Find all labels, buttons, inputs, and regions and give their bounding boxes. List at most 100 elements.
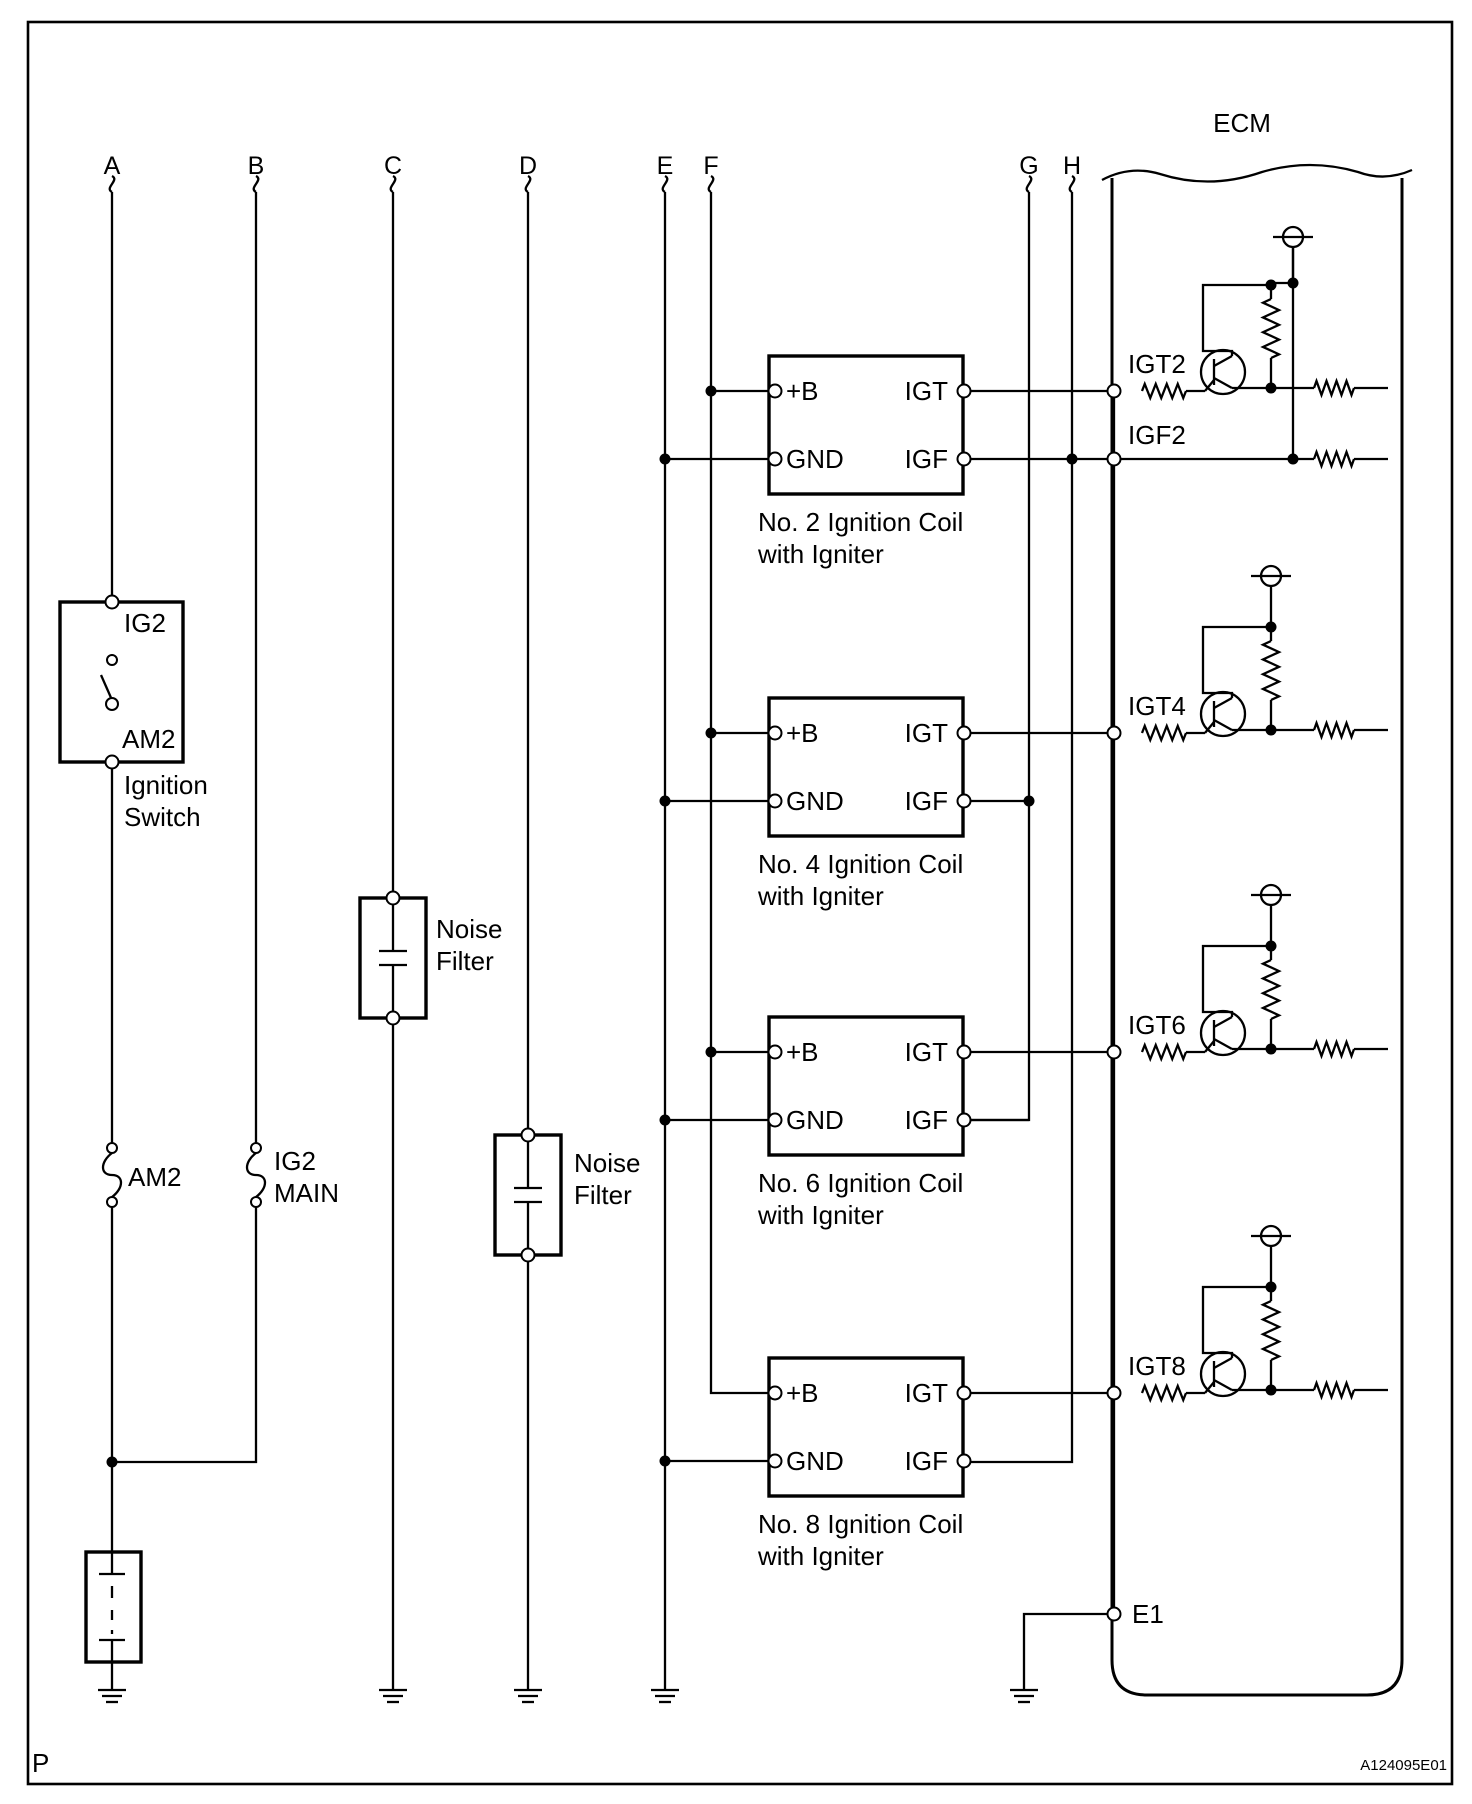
terminal — [767, 383, 783, 399]
terminal — [1106, 383, 1122, 399]
switch-pivot — [105, 697, 119, 711]
ignition-switch-caption: Switch — [124, 802, 201, 832]
terminal — [767, 725, 783, 741]
terminal — [767, 1453, 783, 1469]
junction-dot — [659, 1114, 671, 1126]
ecm-igt-label: IGT6 — [1128, 1010, 1186, 1040]
terminal — [250, 1142, 262, 1154]
terminal — [956, 383, 972, 399]
column-label-c: C — [384, 152, 402, 180]
junction-dot — [1265, 382, 1277, 394]
wire-collector-loop — [1201, 625, 1271, 695]
fuse-link — [101, 1152, 123, 1198]
resistor-symbol — [1312, 377, 1356, 399]
junction-dot — [1265, 940, 1277, 952]
junction-dot — [1265, 1384, 1277, 1396]
wire-collector-loop — [1201, 283, 1271, 353]
junction-dot — [659, 453, 671, 465]
coil-pin-b-label: +B — [786, 1037, 819, 1067]
junction-dot — [705, 727, 717, 739]
terminal — [956, 1044, 972, 1060]
transistor-symbol — [1199, 348, 1247, 396]
coil-pin-igt-label: IGT — [905, 1037, 948, 1067]
ecm-igt-label: IGT8 — [1128, 1351, 1186, 1381]
ground-symbol — [514, 1680, 542, 1704]
terminal — [104, 754, 120, 770]
ignition-switch-caption: Ignition — [124, 770, 208, 800]
coil-pin-igt-label: IGT — [905, 376, 948, 406]
wire-g — [964, 192, 1031, 1122]
junction-dot — [1023, 795, 1035, 807]
transistor-collector — [1213, 1356, 1233, 1370]
resistor-symbol — [1312, 1379, 1356, 1401]
ecm-igt-label: IGT4 — [1128, 691, 1186, 721]
wire-break-mark — [1025, 174, 1033, 194]
transistor-base-lead — [1204, 1381, 1215, 1394]
ground-symbol — [1010, 1680, 1038, 1704]
terminal — [106, 1196, 118, 1208]
junction-dot — [1287, 277, 1299, 289]
terminal — [767, 1112, 783, 1128]
fuse-link — [245, 1152, 267, 1198]
coil-pin-gnd-label: GND — [786, 1105, 844, 1135]
coil-caption: with Igniter — [757, 881, 884, 911]
ecm-outline — [1110, 178, 1404, 1697]
transistor-emitter — [1213, 376, 1233, 390]
fuse-ig2-main-label: IG2 — [274, 1146, 316, 1176]
coil-pin-igf-label: IGF — [905, 1105, 948, 1135]
junction-dot — [659, 795, 671, 807]
transistor-collector — [1213, 1015, 1233, 1029]
transistor-symbol — [1199, 1350, 1247, 1398]
coil-pin-igf-label: IGF — [905, 444, 948, 474]
column-label-d: D — [519, 152, 537, 180]
ignition-coil-box — [767, 1356, 965, 1498]
resistor-symbol — [1312, 1038, 1356, 1060]
junction-dot — [1066, 453, 1078, 465]
resistor-symbol — [1312, 448, 1356, 470]
terminal — [250, 1196, 262, 1208]
coil-caption: with Igniter — [757, 1541, 884, 1571]
coil-pin-b-label: +B — [786, 1378, 819, 1408]
switch-blade — [99, 674, 114, 701]
transistor-symbol — [1199, 1009, 1247, 1057]
coil-caption: No. 2 Ignition Coil — [758, 507, 963, 537]
terminal — [956, 793, 972, 809]
coil-caption: No. 6 Ignition Coil — [758, 1168, 963, 1198]
wire-f-b-bus — [709, 192, 775, 1395]
coil-caption: with Igniter — [757, 539, 884, 569]
ground-symbol — [98, 1680, 126, 1704]
coil-pin-igt-label: IGT — [905, 1378, 948, 1408]
junction-dot — [1265, 279, 1277, 291]
terminal — [1106, 1606, 1122, 1622]
resistor-symbol — [1260, 1299, 1282, 1362]
column-label-g: G — [1019, 152, 1038, 180]
coil-pin-igf-label: IGF — [905, 786, 948, 816]
terminal — [956, 1112, 972, 1128]
wire-break-mark — [661, 174, 669, 194]
noise-filter-label: Noise — [574, 1148, 640, 1178]
transistor-emitter — [1213, 1037, 1233, 1051]
fuse-symbol — [101, 1152, 123, 1198]
coil-pin-gnd-label: GND — [786, 786, 844, 816]
junction-dot — [1265, 621, 1277, 633]
ignition-switch-box — [58, 600, 185, 764]
transistor-emitter — [1213, 1378, 1233, 1392]
wire-break-mark — [108, 174, 116, 194]
noise-filter-label: Filter — [574, 1180, 632, 1210]
battery-box — [84, 1550, 143, 1664]
corner-label-left: P — [32, 1748, 49, 1778]
ground-symbol — [379, 1680, 407, 1704]
wire-collector-loop — [1201, 1285, 1271, 1355]
ecm-e1-label: E1 — [1132, 1599, 1164, 1629]
ecm-igt-label: IGT2 — [1128, 349, 1186, 379]
terminal — [1106, 1385, 1122, 1401]
ecm-break-line — [1101, 163, 1413, 183]
resistor-symbol — [1260, 958, 1282, 1021]
transistor-base-lead — [1204, 1040, 1215, 1053]
wire-e1-ground — [1022, 1612, 1114, 1680]
diagram-id-label: A124095E01 — [1360, 1757, 1447, 1774]
fuse-ig2-main-label: MAIN — [274, 1178, 339, 1208]
coil-pin-igf-label: IGF — [905, 1446, 948, 1476]
terminal — [767, 451, 783, 467]
